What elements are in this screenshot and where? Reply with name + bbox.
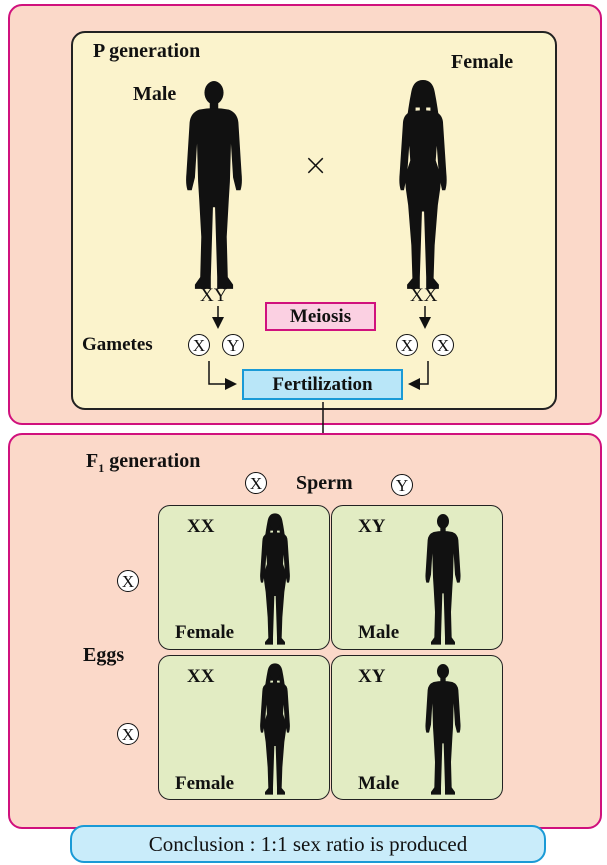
female-silhouette xyxy=(260,513,290,645)
male-silhouette xyxy=(186,81,242,289)
egg-x-2: X xyxy=(117,723,139,745)
female-gamete-x-2: X xyxy=(432,334,454,356)
male-label: Male xyxy=(133,83,177,105)
cell-genotype: XY xyxy=(358,516,386,537)
p-generation-box xyxy=(71,31,557,410)
eggs-label: Eggs xyxy=(83,644,125,666)
meiosis-box: Meiosis xyxy=(265,302,376,331)
egg-x-1: X xyxy=(117,570,139,592)
male-gamete-y: Y xyxy=(222,334,244,356)
punnett-cell-xx-top: XX Female xyxy=(158,505,330,650)
cell-genotype: XY xyxy=(358,666,386,687)
male-genotype: XY xyxy=(200,285,228,306)
p-generation-title: P generation xyxy=(93,40,201,62)
cell-sex: Male xyxy=(358,773,400,794)
punnett-cell-xy-top: XY Male xyxy=(331,505,503,650)
cell-genotype: XX xyxy=(187,516,215,537)
female-silhouette xyxy=(399,80,447,289)
sperm-label: Sperm xyxy=(296,472,353,494)
f1-generation-title: F1 generation xyxy=(86,450,201,475)
sperm-y: Y xyxy=(391,474,413,496)
female-silhouette xyxy=(260,663,290,795)
sperm-x: X xyxy=(245,472,267,494)
punnett-cell-xy-bottom: XY Male xyxy=(331,655,503,800)
female-genotype: XX xyxy=(410,285,438,306)
punnett-cell-xx-bottom: XX Female xyxy=(158,655,330,800)
male-gamete-x: X xyxy=(188,334,210,356)
gametes-label: Gametes xyxy=(82,334,153,355)
cell-sex: Female xyxy=(175,773,235,794)
female-gamete-x-1: X xyxy=(396,334,418,356)
cell-genotype: XX xyxy=(187,666,215,687)
male-silhouette xyxy=(425,664,461,795)
female-label: Female xyxy=(451,51,514,73)
cell-sex: Male xyxy=(358,622,400,643)
cell-sex: Female xyxy=(175,622,235,643)
conclusion-box: Conclusion : 1:1 sex ratio is produced xyxy=(70,825,546,863)
cross-symbol: × xyxy=(303,148,329,183)
male-silhouette xyxy=(425,514,461,645)
fertilization-box: Fertilization xyxy=(242,369,403,400)
